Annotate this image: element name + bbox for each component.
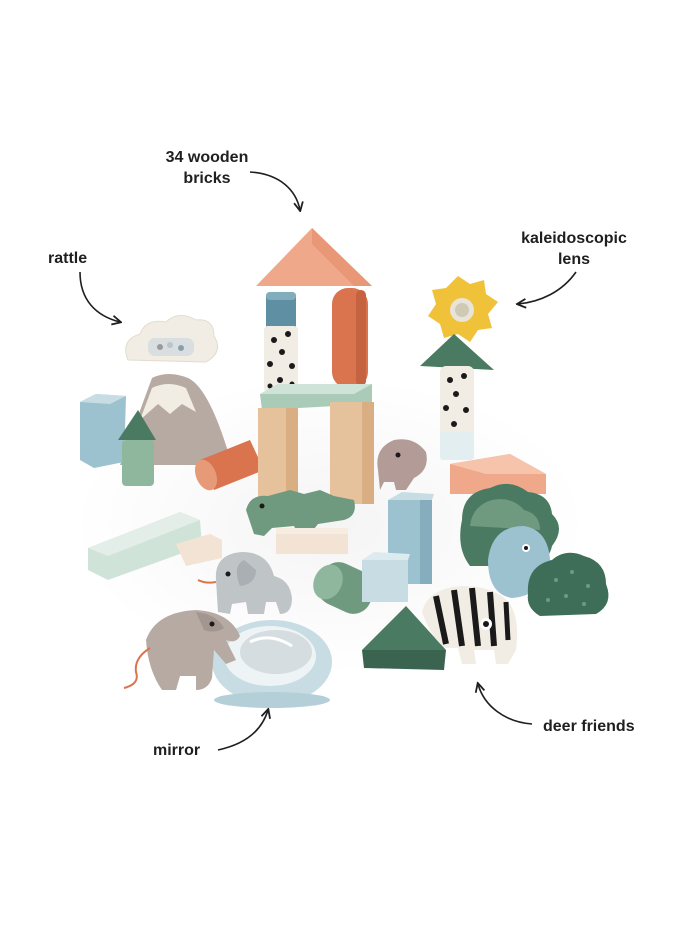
terracotta-pillar-block	[332, 288, 368, 388]
beech-block-right	[330, 402, 374, 504]
dotted-pillar-block	[264, 326, 298, 392]
arrow-mirror	[217, 710, 268, 751]
cream-small-block	[176, 534, 222, 566]
arrow-lens	[518, 271, 577, 304]
dotted-tall-pillar-block	[440, 366, 474, 460]
green-cylinder-block	[313, 562, 375, 614]
tree-block-front	[527, 552, 609, 616]
anteater-animal	[123, 610, 240, 690]
terracotta-log-block	[194, 440, 264, 491]
callout-bricks: 34 wooden bricks	[152, 147, 262, 189]
hippo-animal	[377, 439, 427, 490]
callout-lens-line1: kaleidoscopic	[521, 230, 627, 247]
pale-blue-cube-block	[362, 552, 410, 602]
kaleidoscopic-lens	[428, 276, 498, 342]
callout-deer-friends: deer friends	[543, 718, 635, 735]
peach-wedge-block	[450, 454, 546, 494]
callout-bricks-line1: 34 wooden	[165, 149, 249, 166]
elephant-animal	[197, 552, 292, 614]
beech-flat-block	[276, 528, 348, 554]
callout-mirror: mirror	[153, 742, 201, 759]
small-house-block	[118, 410, 156, 486]
green-triangle-bottom-block	[362, 606, 446, 670]
callout-lens: kaleidoscopic lens	[504, 228, 644, 270]
mirror	[212, 620, 332, 708]
green-triangle-block	[420, 334, 494, 370]
blue-pillar-block	[80, 394, 126, 468]
callout-rattle: rattle	[48, 250, 88, 267]
zebra-animal	[422, 586, 518, 664]
arrow-deer-friends	[478, 684, 533, 725]
mint-long-block	[88, 512, 202, 580]
crocodile-animal	[246, 490, 355, 536]
rattle-cloud	[125, 315, 219, 363]
beech-block-left	[258, 408, 298, 500]
arrow-bricks	[249, 171, 300, 210]
callout-bricks-line2: bricks	[183, 170, 231, 187]
callout-lens-line2: lens	[557, 251, 590, 268]
blue-cylinder-block	[266, 292, 296, 330]
arrow-rattle	[79, 271, 120, 322]
